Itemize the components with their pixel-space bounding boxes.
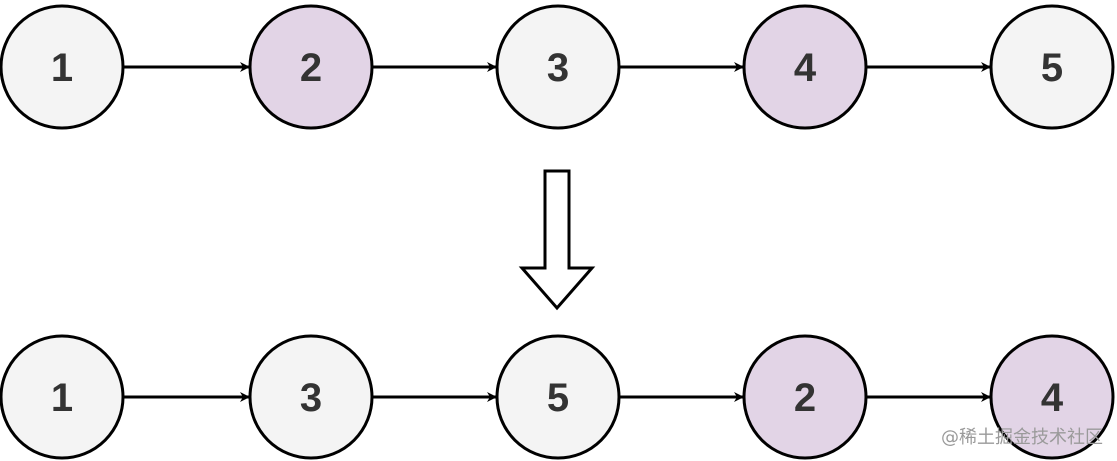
original-list-row: 1 2 3 4 5 xyxy=(0,4,1115,130)
list-node: 2 xyxy=(248,4,374,130)
node-value-label: 3 xyxy=(547,46,569,90)
node-value-label: 4 xyxy=(794,46,817,90)
transform-down-arrow xyxy=(518,169,596,311)
even-node-circle xyxy=(248,4,374,130)
list-node: 4 xyxy=(742,4,868,130)
odd-node-circle xyxy=(0,334,125,460)
odd-node-circle xyxy=(495,4,621,130)
node-value-label: 5 xyxy=(547,376,569,420)
even-node-circle xyxy=(742,4,868,130)
list-node: 5 xyxy=(495,334,621,460)
watermark-text: @稀土掘金技术社区 xyxy=(941,427,1103,448)
node-value-label: 4 xyxy=(1041,376,1064,420)
node-value-label: 2 xyxy=(300,46,322,90)
list-node: 2 xyxy=(742,334,868,460)
node-value-label: 3 xyxy=(300,376,322,420)
list-node: 3 xyxy=(248,334,374,460)
reordered-list-row: 1 3 5 2 4 xyxy=(0,334,1115,460)
node-value-label: 5 xyxy=(1041,46,1063,90)
even-node-circle xyxy=(742,334,868,460)
odd-node-circle xyxy=(989,4,1115,130)
list-node: 1 xyxy=(0,334,125,460)
odd-node-circle xyxy=(248,334,374,460)
list-node: 5 xyxy=(989,4,1115,130)
list-node: 1 xyxy=(0,4,125,130)
node-value-label: 1 xyxy=(51,376,73,420)
node-value-label: 1 xyxy=(51,46,73,90)
list-node: 3 xyxy=(495,4,621,130)
node-value-label: 2 xyxy=(794,376,816,420)
odd-node-circle xyxy=(0,4,125,130)
odd-node-circle xyxy=(495,334,621,460)
list-node: 4 xyxy=(989,334,1115,460)
even-node-circle xyxy=(989,334,1115,460)
